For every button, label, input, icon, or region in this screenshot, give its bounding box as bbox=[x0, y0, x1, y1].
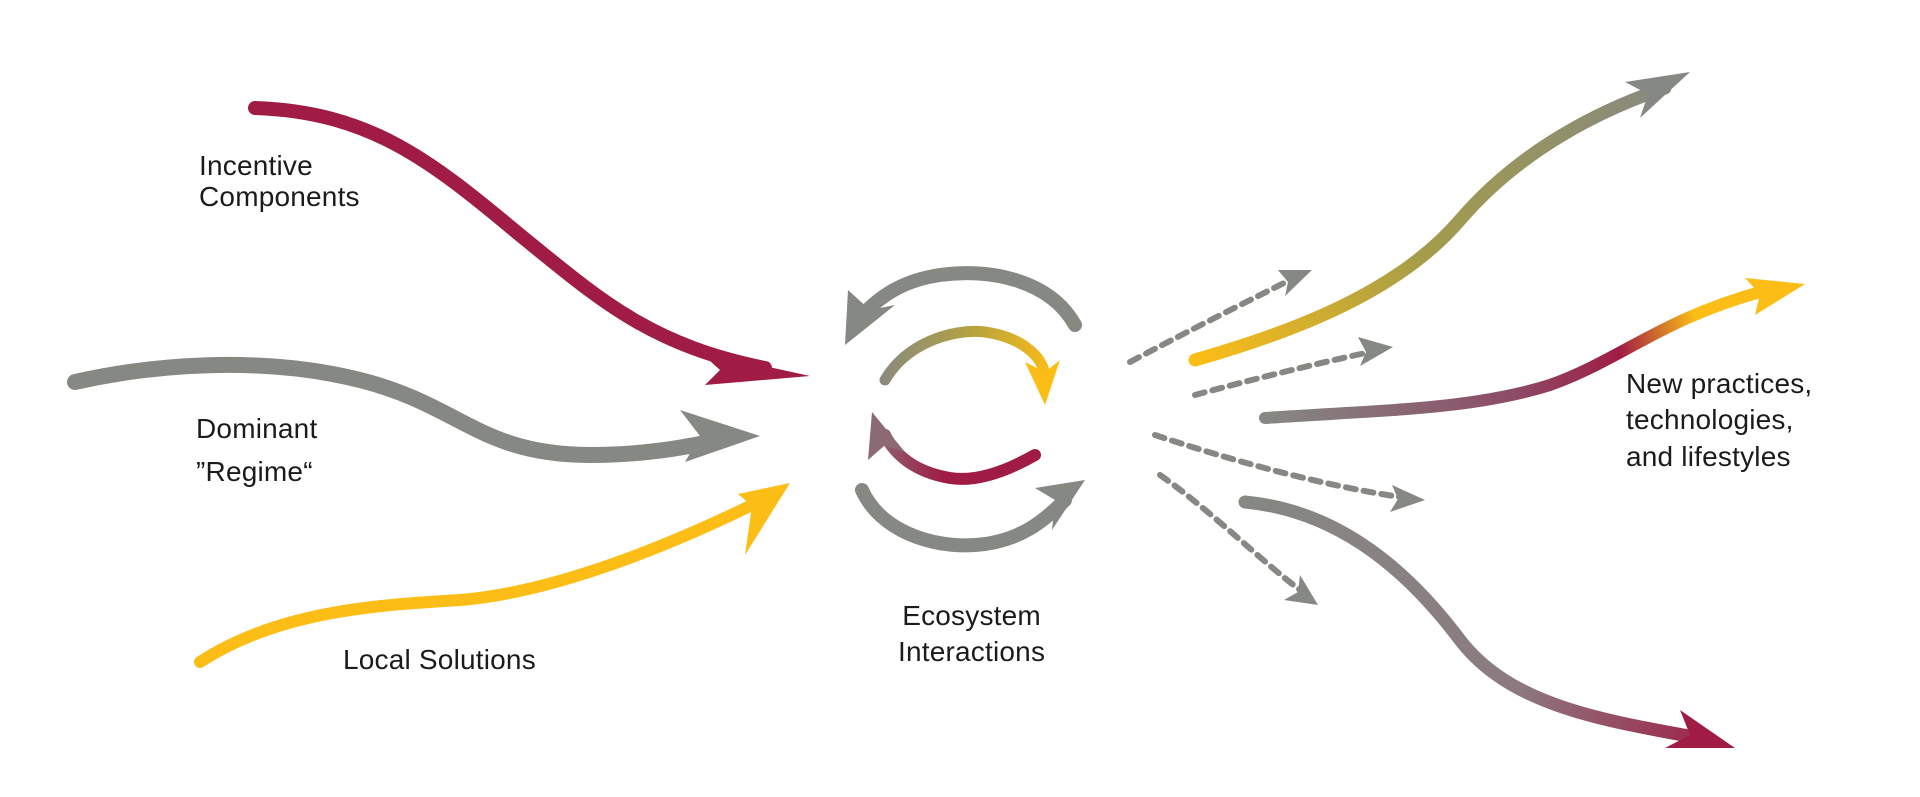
outgoing-right-arrow bbox=[1259, 278, 1805, 424]
dashed-arrow-1 bbox=[1127, 270, 1312, 365]
incentive-arrow bbox=[248, 101, 810, 385]
dominant-regime-label: Dominant ”Regime“ bbox=[196, 407, 317, 494]
new-practices-label: New practices, technologies, and lifesty… bbox=[1626, 366, 1812, 475]
new-practices-line1: New practices, bbox=[1626, 368, 1813, 399]
new-practices-line3: and lifestyles bbox=[1626, 440, 1791, 472]
cycle-inner-top-arrow bbox=[879, 325, 1060, 405]
dominant-label-line1: Dominant bbox=[196, 413, 318, 444]
local-solutions-label: Local Solutions bbox=[343, 644, 536, 675]
ecosystem-interactions-label: Ecosystem Interactions bbox=[898, 598, 1045, 671]
local-solutions-arrow bbox=[194, 483, 790, 668]
dashed-arrow-2 bbox=[1192, 337, 1393, 398]
incentive-label-line2: Components bbox=[199, 181, 360, 213]
dashed-arrow-4 bbox=[1157, 472, 1318, 605]
dashed-arrow-3 bbox=[1152, 432, 1425, 512]
ecosystem-label-line1: Ecosystem bbox=[902, 600, 1041, 631]
incentive-components-label: Incentive Components bbox=[199, 150, 360, 213]
ecosystem-label-line2: Interactions bbox=[898, 636, 1046, 668]
new-practices-line2: technologies, bbox=[1626, 404, 1794, 436]
cycle-outer-top-arrow bbox=[845, 266, 1082, 345]
cycle-inner-bottom-arrow bbox=[868, 412, 1041, 485]
outgoing-down-arrow bbox=[1238, 495, 1735, 748]
dominant-label-line2: ”Regime“ bbox=[196, 456, 313, 488]
dominant-arrow bbox=[67, 356, 760, 464]
outgoing-up-arrow bbox=[1188, 72, 1690, 367]
cycle-outer-bottom-arrow bbox=[855, 480, 1085, 553]
incentive-label-line1: Incentive bbox=[199, 150, 313, 181]
